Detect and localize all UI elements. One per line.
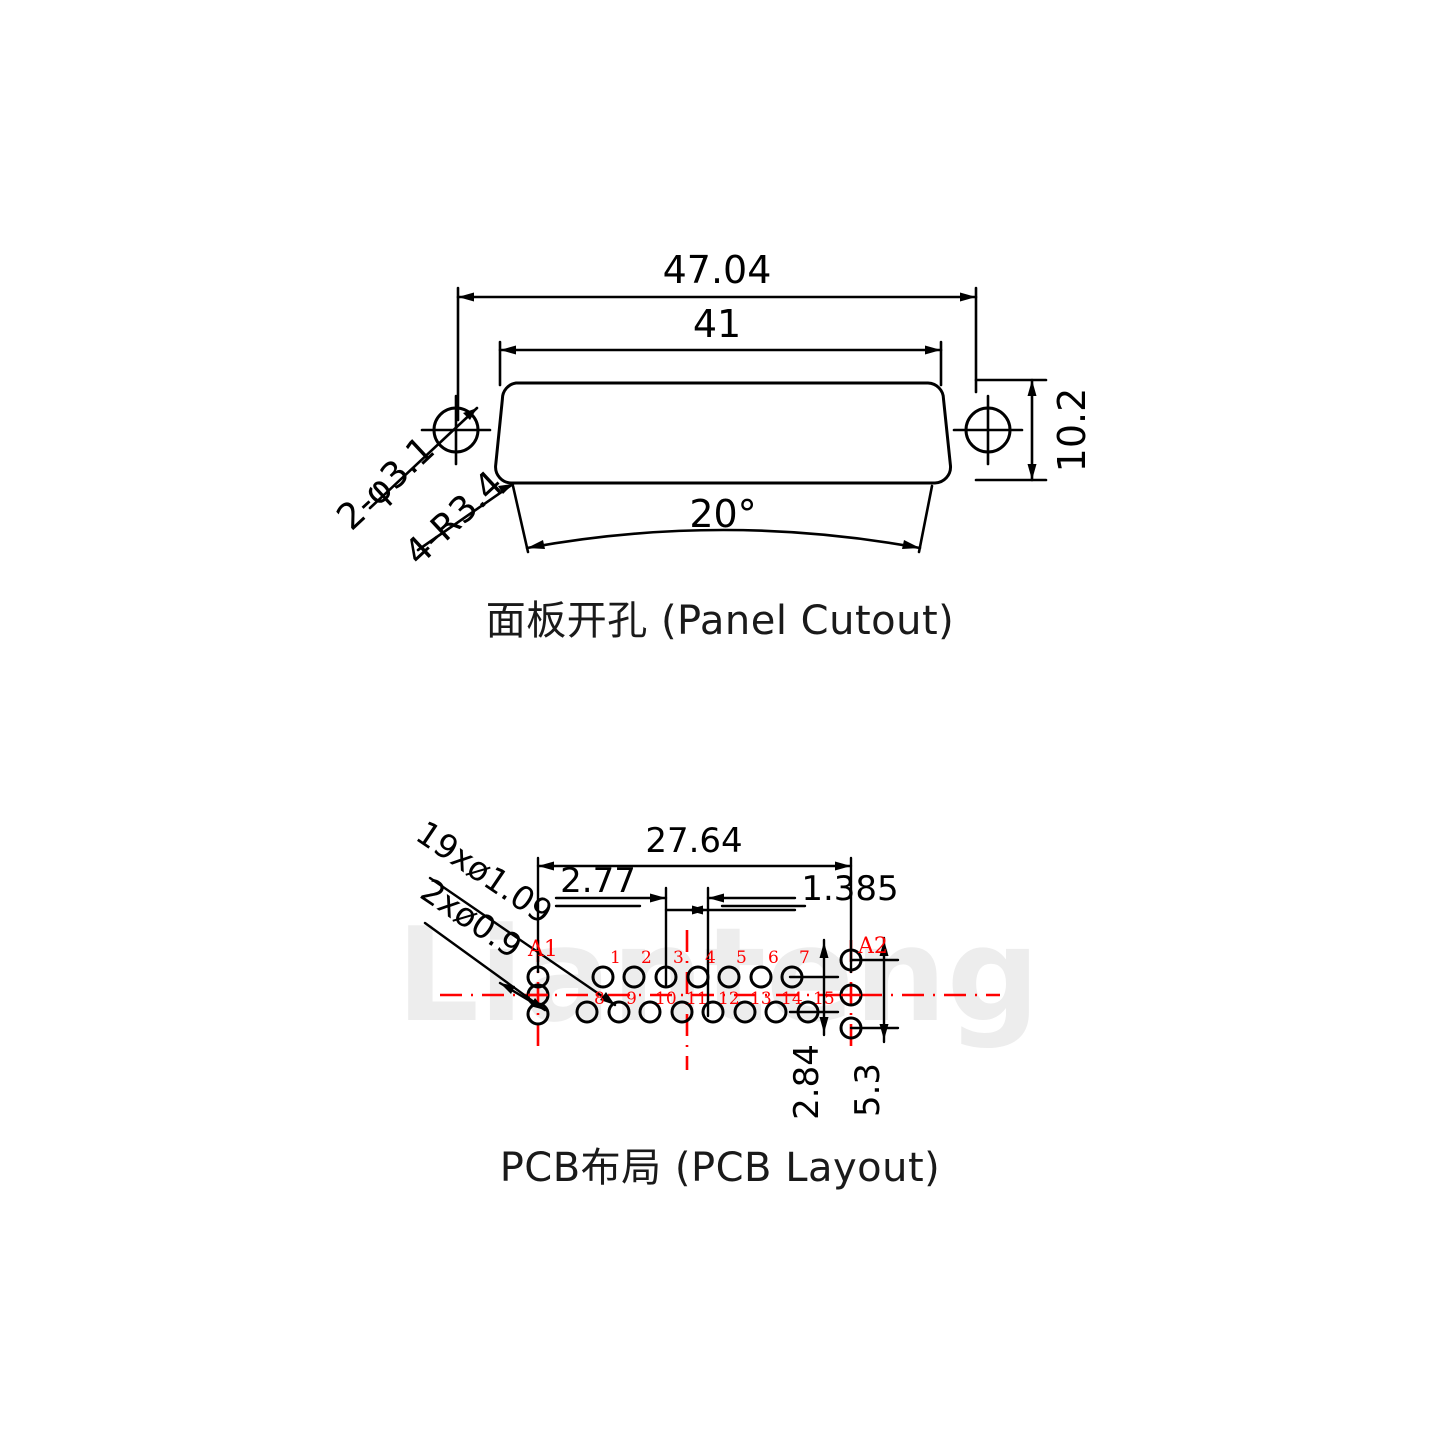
hole-pin-10 [638,1000,662,1024]
hole-pin-4 [686,965,710,989]
label-pin-15: 15 [813,989,835,1009]
hole-pin-5 [717,965,741,989]
hole-a2-top [839,948,863,972]
label-a2: A2 [857,934,888,959]
dim-pcb-row-spacing: 2.84 [787,1044,827,1120]
label-pin-13: 13 [750,989,772,1009]
dim-pcb-mount-span: 5.3 [848,1063,888,1117]
label-pin-7: 7 [799,948,810,968]
hole-pin-11 [670,1000,694,1024]
label-pin-3: 3 [673,948,684,968]
pcb-layout-caption: PCB布局 (PCB Layout) [499,1145,941,1191]
panel-cutout-caption: 面板开孔 (Panel Cutout) [485,598,955,644]
hole-pin-15 [796,1000,820,1024]
hole-pin-13 [733,1000,757,1024]
hole-pin-9 [607,1000,631,1024]
hole-a1-top [526,965,550,989]
label-pin-11: 11 [686,989,708,1009]
label-pin-1: 1 [610,948,621,968]
label-pin-9: 9 [626,989,637,1009]
label-a1: A1 [527,937,558,962]
dim-pcb-row-offset: 1.385 [801,869,898,909]
dim-cutout-width: 41 [693,302,741,346]
hole-pin-3 [654,965,678,989]
dim-pcb-first-pitch: 2.77 [560,861,636,901]
label-pin-12: 12 [718,989,740,1009]
label-pin-14: 14 [781,989,803,1009]
label-pin-5: 5 [736,948,747,968]
panel-cutout-figure: 47.04 41 10.2 20° 2-φ3.1 4-R3.4 [329,248,1094,574]
pcb-hole-group [526,948,863,1040]
hole-pin-6 [749,965,773,989]
label-pin-10: 10 [655,989,677,1009]
hole-pin-14 [764,1000,788,1024]
hole-a1-bottom [526,1002,550,1026]
hole-pin-1 [591,965,615,989]
hole-pin-12 [701,1000,725,1024]
label-pin-2: 2 [641,948,652,968]
dim-overall-width: 47.04 [663,248,772,292]
label-pin-6: 6 [768,948,779,968]
hole-pin-8 [575,1000,599,1024]
hole-pin-7 [780,965,804,989]
pcb-layout-figure: Lianteng [396,820,1040,1120]
dim-side-angle: 20° [689,492,756,536]
dim-cutout-height: 10.2 [1050,388,1094,473]
label-pin-8: 8 [594,989,605,1009]
dim-pcb-overall-span: 27.64 [645,821,742,861]
label-pin-4: 4 [705,948,716,968]
hole-pin-2 [622,965,646,989]
hole-a2-bottom [839,1016,863,1040]
